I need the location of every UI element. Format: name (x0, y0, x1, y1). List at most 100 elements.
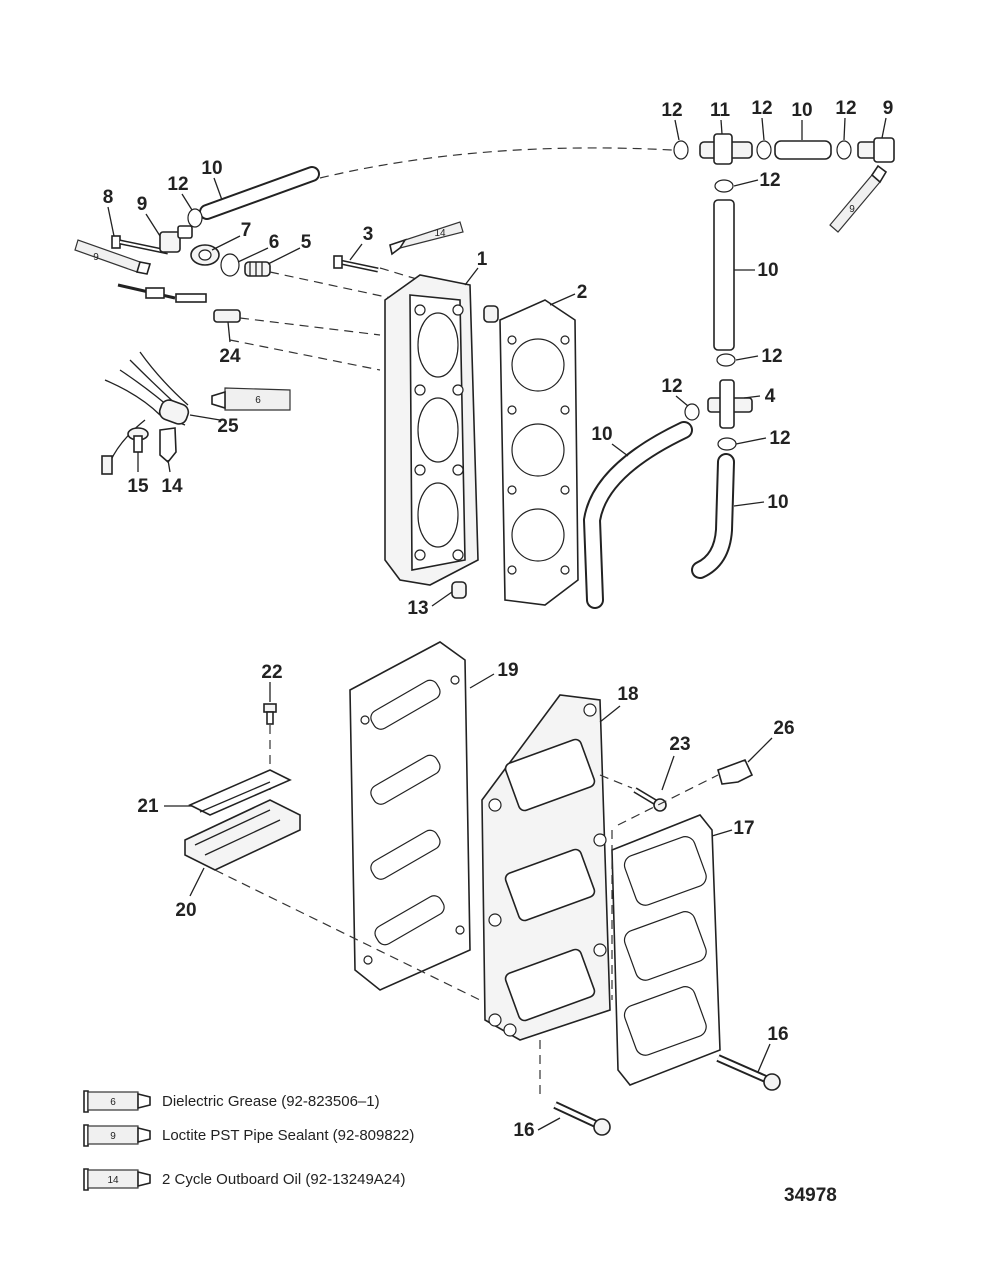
callout-11: 11 (710, 100, 731, 121)
gasket-19 (349, 641, 471, 991)
leader-24-head (239, 317, 381, 336)
clamp-12-top-b (756, 140, 772, 160)
callout-10-curved-left: 10 (591, 424, 612, 445)
callout-12-left: 12 (167, 174, 188, 195)
rod-24-assembly (117, 283, 241, 323)
legend-text-9: Loctite PST Pipe Sealant (92-809822) (162, 1127, 414, 1144)
sealant-tube-9-right: 9 (829, 164, 888, 233)
legend: 6 Dielectric Grease (92-823506–1) 9 Loct… (83, 1090, 414, 1191)
cylinder-head-1 (384, 274, 479, 586)
callout-8: 8 (103, 187, 114, 208)
hose-10-curved-right (691, 453, 735, 579)
legend-text-6: Dielectric Grease (92-823506–1) (162, 1093, 380, 1110)
clamp-12-right-4 (717, 437, 737, 451)
bolt-3 (333, 255, 379, 273)
o-ring-6 (220, 253, 240, 277)
callout-21: 21 (137, 796, 159, 817)
callout-10-curved-right: 10 (767, 492, 788, 513)
leader-3-head (379, 267, 421, 281)
legend-item-6: 6 Dielectric Grease (92-823506–1) (83, 1090, 380, 1113)
callout-19: 19 (497, 660, 518, 681)
callout-13: 13 (407, 598, 428, 619)
sealant-tube-9-left: 9 (74, 239, 152, 275)
callout-12-top-a: 12 (661, 100, 682, 121)
bolt-16-bottom (553, 1101, 611, 1136)
callout-12-right-1: 12 (759, 170, 780, 191)
dowel-pin-upper (483, 305, 499, 323)
callout-9-left: 9 (137, 194, 148, 215)
callout-5: 5 (301, 232, 312, 253)
tube-label-14-top: 14 (434, 228, 446, 239)
reed-block-20 (184, 799, 301, 871)
callout-16-right: 16 (767, 1024, 788, 1045)
callout-7: 7 (241, 220, 252, 241)
callout-12-right-2: 12 (761, 346, 782, 367)
callout-10-upper-left: 10 (201, 158, 222, 179)
figure-number: 34978 (784, 1185, 837, 1206)
callout-17: 17 (733, 818, 754, 839)
leader-26 (617, 774, 719, 826)
callout-25: 25 (217, 416, 239, 437)
callout-14: 14 (161, 476, 183, 497)
clamp-12-right-2 (716, 353, 736, 367)
callout-9-right: 9 (883, 98, 894, 119)
hose-route-leader (319, 147, 673, 179)
tube-label-6-mid: 6 (255, 395, 261, 406)
oil-tube-14-top: 14 (389, 221, 464, 256)
leader-20 (214, 869, 481, 1001)
clip-14 (159, 427, 177, 464)
reed-petals-21 (188, 769, 292, 816)
callout-12-right-4: 12 (769, 428, 790, 449)
callout-4: 4 (765, 386, 776, 407)
callout-3: 3 (363, 224, 374, 245)
intake-manifold-18 (481, 694, 611, 1041)
leader-24b-head (229, 339, 381, 371)
tee-fitting-11 (699, 133, 753, 165)
legend-tube-number-9: 9 (110, 1131, 116, 1142)
callout-24: 24 (219, 346, 241, 367)
legend-item-9: 9 Loctite PST Pipe Sealant (92-809822) (83, 1124, 414, 1147)
hose-10-vertical (713, 199, 735, 351)
legend-tube-number-14: 14 (107, 1175, 119, 1186)
tube-label-9-left: 9 (93, 252, 99, 263)
head-gasket-2 (499, 299, 579, 606)
clamp-12-top-a (673, 140, 689, 160)
callout-20: 20 (175, 900, 196, 921)
callout-1: 1 (477, 249, 488, 270)
callout-10-top: 10 (791, 100, 812, 121)
legend-tube-number-6: 6 (110, 1097, 116, 1108)
clamp-26 (717, 758, 754, 785)
bolt-22 (263, 703, 277, 725)
hose-10-top-short (774, 140, 832, 160)
dowel-pin-13 (451, 581, 467, 599)
callout-12-top-c: 12 (835, 98, 856, 119)
bolt-23 (633, 787, 667, 812)
callout-26: 26 (773, 718, 794, 739)
fitting-9-elbow (159, 225, 193, 253)
callout-23: 23 (669, 734, 690, 755)
legend-text-14: 2 Cycle Outboard Oil (92-13249A24) (162, 1171, 405, 1188)
clamp-12-right-1 (714, 179, 734, 193)
leader-23 (599, 774, 633, 789)
valve-5 (244, 261, 271, 277)
callout-16-bottom: 16 (513, 1120, 534, 1141)
cross-fitting-4 (707, 379, 753, 429)
callout-12-right-3: 12 (661, 376, 682, 397)
callout-10-vertical: 10 (757, 260, 778, 281)
callout-22: 22 (261, 662, 282, 683)
grease-tube-6-mid: 6 (211, 387, 291, 411)
fitting-9-right (857, 137, 895, 163)
callout-15: 15 (127, 476, 149, 497)
callout-2: 2 (577, 282, 588, 303)
callout-12-top-b: 12 (751, 98, 772, 119)
legend-item-14: 14 2 Cycle Outboard Oil (92-13249A24) (83, 1168, 405, 1191)
sensor-harness-25 (101, 351, 190, 475)
callout-18: 18 (617, 684, 638, 705)
hose-10-upper-left (199, 166, 320, 220)
tube-label-9-right: 9 (849, 204, 855, 215)
leader-5-head (269, 271, 401, 301)
gasket-17 (611, 814, 721, 1086)
clamp-12-left (187, 208, 203, 228)
screw-15 (127, 427, 149, 453)
